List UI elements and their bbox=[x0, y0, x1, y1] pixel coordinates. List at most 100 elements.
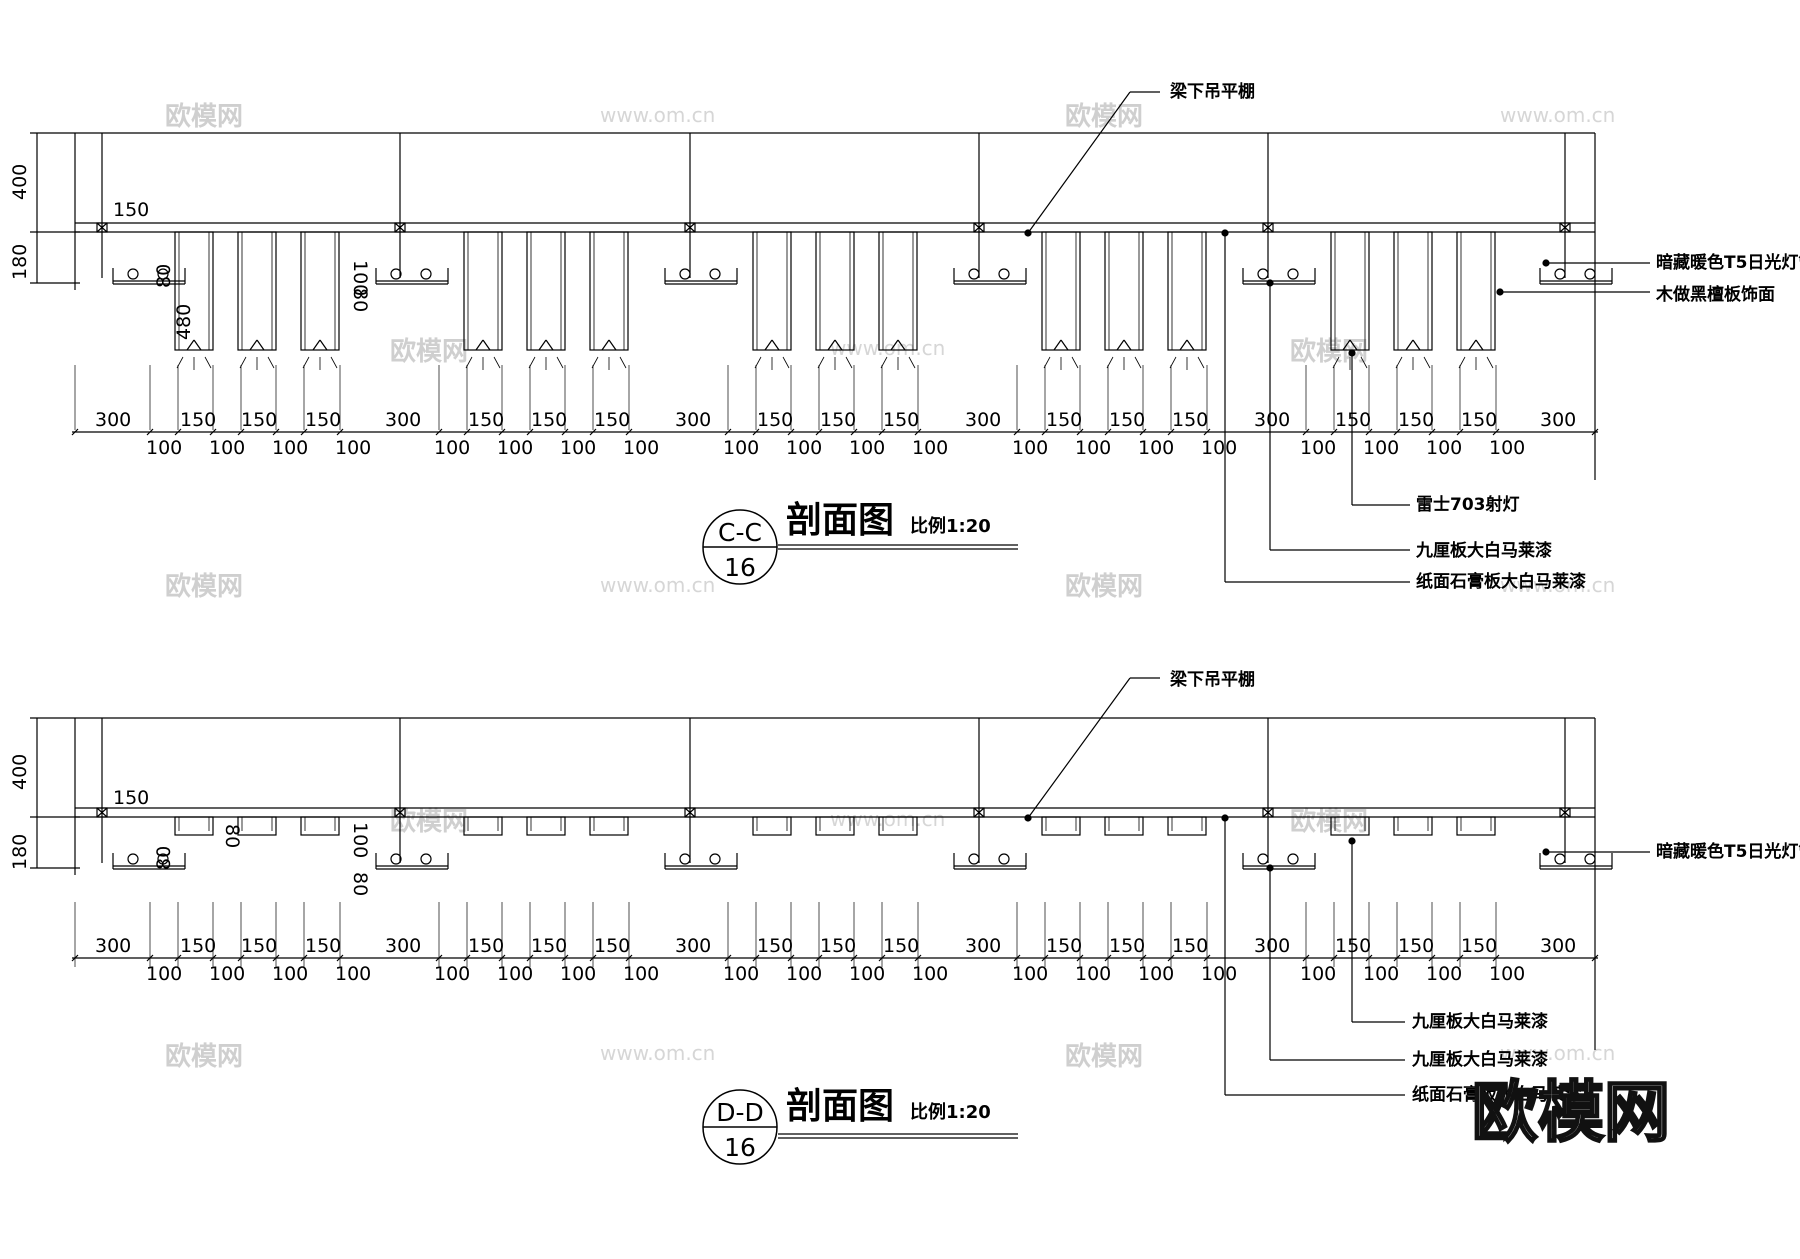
dimension-tick bbox=[1393, 428, 1401, 436]
label-ceiling: 梁下吊平棚 bbox=[1169, 669, 1255, 690]
wood-fin bbox=[1041, 231, 1081, 351]
wood-fin-inner bbox=[593, 231, 625, 351]
lamp-tube-icon bbox=[157, 268, 169, 280]
plywood-fin bbox=[815, 816, 855, 836]
watermark-brand: 欧模网 bbox=[1065, 571, 1143, 602]
dim-label-top: 150 bbox=[1461, 409, 1497, 431]
watermark-layer: 欧模网 www.om.cn 欧模网 www.om.cn 欧模网 www.om.c… bbox=[165, 101, 1615, 1072]
dimension-tick bbox=[463, 428, 471, 436]
dim-label-top: 300 bbox=[1254, 935, 1290, 957]
spotlight-icon bbox=[1412, 339, 1421, 351]
light-ray bbox=[782, 356, 790, 369]
dimension-tick bbox=[850, 428, 858, 436]
dim-detail-100: 100 bbox=[349, 260, 371, 296]
plywood-fin bbox=[463, 816, 503, 836]
spotlight-icon bbox=[256, 339, 265, 351]
wood-fin bbox=[878, 231, 918, 351]
wood-fin-inner bbox=[1045, 231, 1077, 351]
spotlight-icon bbox=[1342, 339, 1351, 351]
lamp-tube-icon bbox=[1287, 268, 1299, 280]
dimension-tick bbox=[209, 428, 217, 436]
dim-label-top: 150 bbox=[468, 409, 504, 431]
dim-label-bottom: 100 bbox=[1300, 437, 1336, 459]
plywood-fin bbox=[1456, 816, 1496, 836]
watermark-site: www.om.cn bbox=[830, 807, 945, 831]
dimension-tick bbox=[1167, 954, 1175, 962]
dimension-tick bbox=[1428, 954, 1436, 962]
leader-dot bbox=[1221, 229, 1229, 237]
hanger-clip-x bbox=[1559, 222, 1571, 233]
dim-label-top: 150 bbox=[531, 935, 567, 957]
dim-label-bottom: 100 bbox=[272, 437, 308, 459]
spotlight-icon bbox=[1186, 339, 1195, 351]
dimension-tick bbox=[435, 428, 443, 436]
lamp-tube-icon bbox=[679, 268, 691, 280]
dimension-tick bbox=[71, 954, 79, 962]
section-tag-id: D-D bbox=[716, 1098, 764, 1127]
lamp-tube-icon bbox=[420, 268, 432, 280]
watermark-brand: 欧模网 bbox=[390, 806, 468, 837]
dim-label-bottom: 100 bbox=[912, 963, 948, 985]
wood-fin bbox=[1104, 231, 1144, 351]
lamp-tube-icon bbox=[1554, 268, 1566, 280]
wood-fin-inner bbox=[1460, 231, 1492, 351]
wood-fin bbox=[463, 231, 503, 351]
dim-label-top: 150 bbox=[1046, 935, 1082, 957]
dimension-tick bbox=[1591, 954, 1599, 962]
hanger-clip-x bbox=[973, 807, 985, 818]
watermark-brand: 欧模网 bbox=[390, 336, 468, 367]
light-ray bbox=[1423, 356, 1431, 369]
light-ray bbox=[493, 356, 501, 369]
wood-fin-inner bbox=[1397, 231, 1429, 351]
lamp-tube-icon bbox=[1554, 853, 1566, 865]
dim-label-top: 150 bbox=[757, 409, 793, 431]
dim-label-top: 150 bbox=[1172, 935, 1208, 957]
dim-label-bottom: 100 bbox=[623, 963, 659, 985]
spotlight-icon bbox=[897, 339, 906, 351]
dimension-tick bbox=[435, 954, 443, 962]
wood-fin-inner bbox=[819, 231, 851, 351]
dimension-tick bbox=[1456, 954, 1464, 962]
wood-fin bbox=[589, 231, 629, 351]
dimension-tick bbox=[1139, 428, 1147, 436]
wood-fin bbox=[237, 231, 277, 351]
dim-label-bottom: 100 bbox=[1363, 963, 1399, 985]
section-sheet-number: 16 bbox=[724, 1133, 756, 1162]
light-ray bbox=[845, 356, 853, 369]
leader-dot bbox=[1348, 837, 1356, 845]
dimension-tick bbox=[1428, 428, 1436, 436]
watermark-brand: 欧模网 bbox=[165, 101, 243, 132]
spotlight-icon bbox=[1116, 339, 1125, 351]
dim-detail-150: 150 bbox=[113, 199, 149, 221]
dimension-tick bbox=[625, 428, 633, 436]
hanger-clip-x bbox=[96, 222, 108, 233]
dim-detail-80: 80 bbox=[153, 264, 175, 288]
dim-label-top: 150 bbox=[180, 409, 216, 431]
dimension-tick bbox=[1302, 954, 1310, 962]
dim-label-bottom: 100 bbox=[623, 437, 659, 459]
dim-label-bottom: 100 bbox=[146, 963, 182, 985]
wood-fin bbox=[752, 231, 792, 351]
dimension-tick bbox=[336, 954, 344, 962]
dim-label-top: 150 bbox=[180, 935, 216, 957]
dim-label-bottom: 100 bbox=[1489, 437, 1525, 459]
dimension-tick bbox=[815, 954, 823, 962]
watermark-site: www.om.cn bbox=[600, 573, 715, 597]
plywood-fin bbox=[174, 816, 214, 836]
dimension-tick bbox=[1365, 428, 1373, 436]
dimension-tick bbox=[1365, 954, 1373, 962]
dim-label-top: 300 bbox=[675, 935, 711, 957]
dimension-tick bbox=[237, 428, 245, 436]
light-ray bbox=[1071, 356, 1079, 369]
light-ray bbox=[1134, 356, 1142, 369]
dimension-tick bbox=[589, 954, 597, 962]
dim-label-bottom: 100 bbox=[1300, 963, 1336, 985]
dim-height-400: 400 bbox=[9, 754, 31, 790]
dim-label-bottom: 100 bbox=[723, 437, 759, 459]
dimension-tick bbox=[300, 954, 308, 962]
spotlight-icon bbox=[482, 339, 491, 351]
spotlight-icon bbox=[834, 339, 843, 351]
